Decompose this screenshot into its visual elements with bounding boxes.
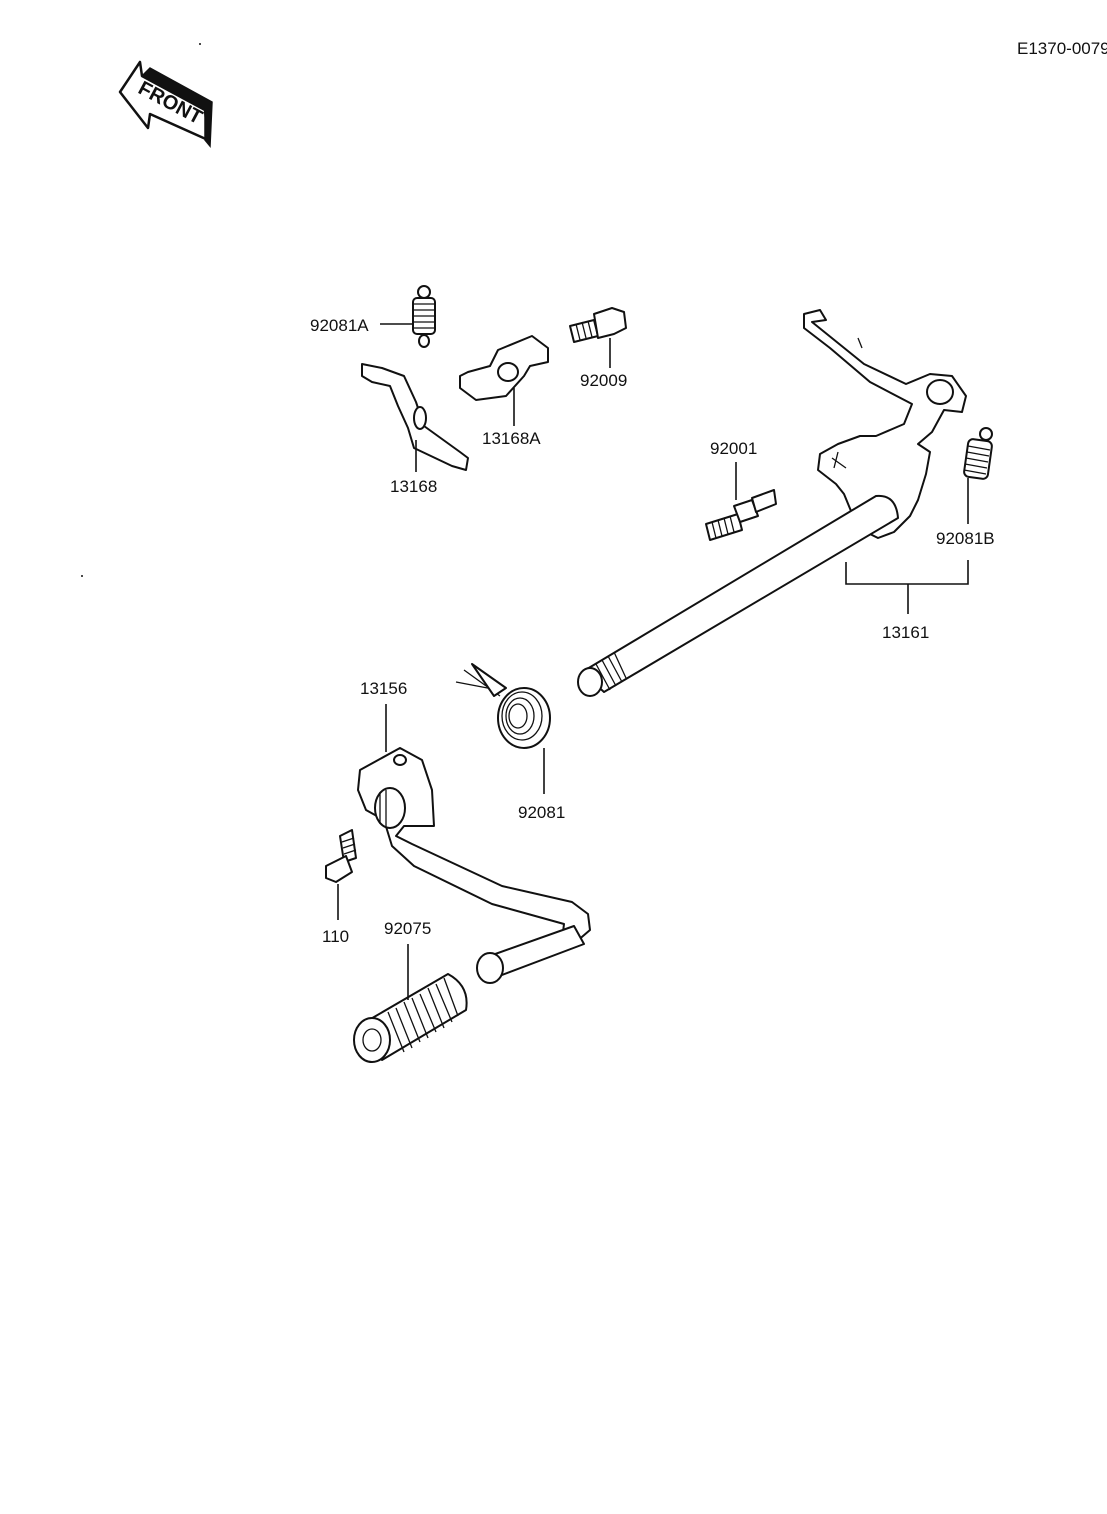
label-13168a: 13168A bbox=[482, 429, 541, 448]
label-13156: 13156 bbox=[360, 679, 407, 698]
lever-13156 bbox=[357, 747, 591, 984]
label-92009: 92009 bbox=[580, 371, 627, 390]
stud-92001 bbox=[705, 489, 777, 541]
bolt-92009 bbox=[569, 307, 627, 343]
plate-13168 bbox=[361, 363, 469, 471]
label-13168: 13168 bbox=[390, 477, 437, 496]
label-92081a: 92081A bbox=[310, 316, 369, 335]
label-92081: 92081 bbox=[518, 803, 565, 822]
label-92001: 92001 bbox=[710, 439, 757, 458]
spring-92081b bbox=[963, 427, 993, 480]
label-92081b: 92081B bbox=[936, 529, 995, 548]
label-13161: 13161 bbox=[882, 623, 929, 642]
spring-92081 bbox=[455, 663, 551, 749]
shaft-13161 bbox=[577, 309, 967, 697]
plate-13168a bbox=[459, 335, 549, 401]
rubber-92075 bbox=[353, 973, 468, 1063]
label-110: 110 bbox=[322, 927, 349, 946]
spring-92081a bbox=[412, 285, 436, 348]
drawing-code: E1370-0079 bbox=[1017, 39, 1107, 58]
bolt-110 bbox=[325, 829, 357, 883]
label-92075: 92075 bbox=[384, 919, 431, 938]
front-arrow-icon: FRONT bbox=[118, 60, 213, 148]
